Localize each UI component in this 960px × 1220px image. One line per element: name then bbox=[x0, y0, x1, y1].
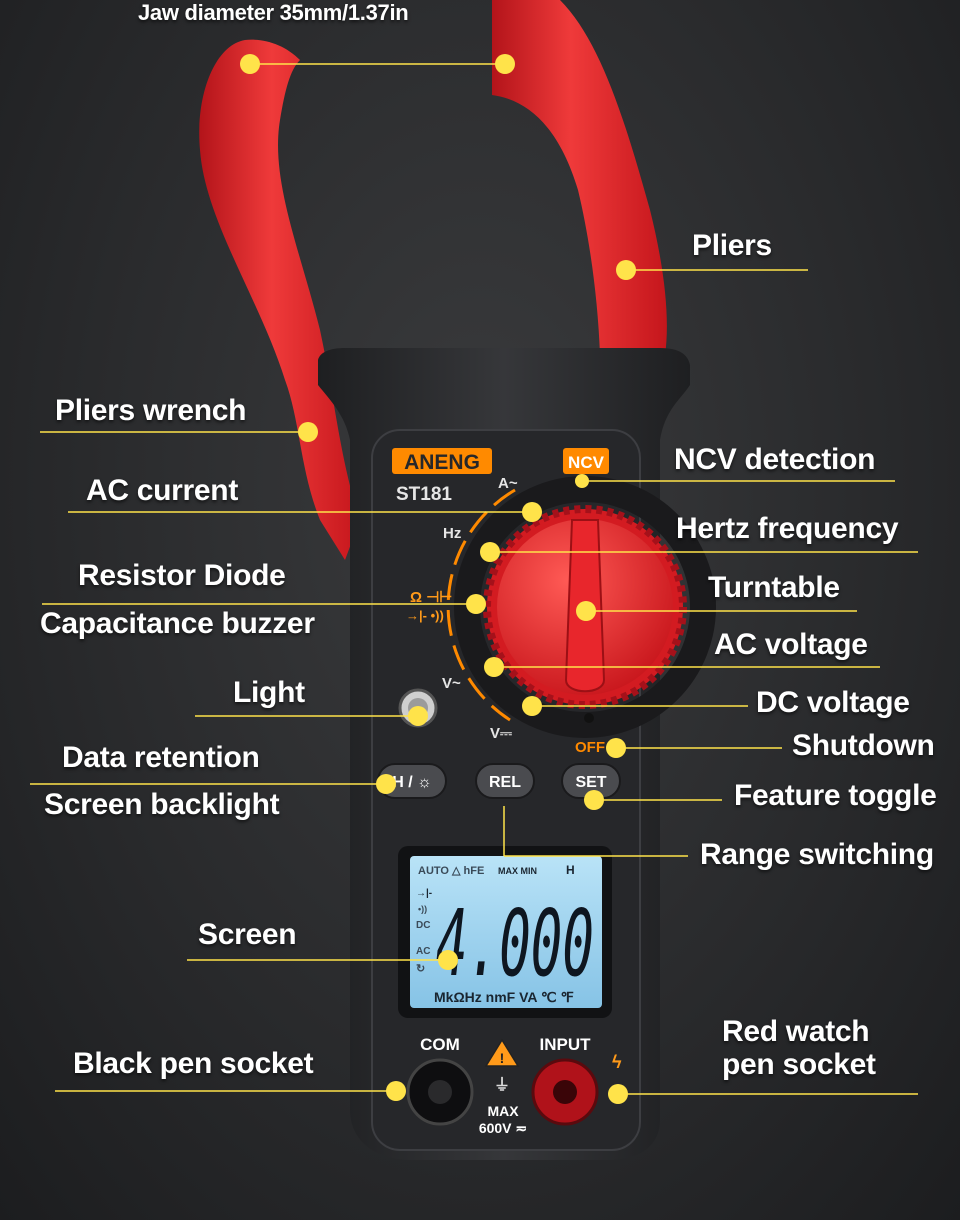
label-ac-voltage: AC voltage bbox=[714, 628, 868, 661]
hold-button-label: H / ☼ bbox=[392, 774, 432, 791]
rel-button-label: REL bbox=[489, 774, 521, 791]
label-light: Light bbox=[233, 676, 305, 709]
off-marker bbox=[584, 713, 594, 723]
label-red-watch-line1: Red watch bbox=[722, 1015, 870, 1048]
dial-arc-left bbox=[446, 488, 516, 722]
dial-v-ac: V~ bbox=[442, 675, 461, 692]
set-button-label: SET bbox=[575, 774, 606, 791]
lcd-icon-ac: AC bbox=[416, 946, 430, 957]
label-jaw-diameter: Jaw diameter 35mm/1.37in bbox=[138, 0, 409, 25]
com-socket-hole bbox=[428, 1080, 452, 1104]
input-socket-hole bbox=[553, 1080, 577, 1104]
label-range-switching: Range switching bbox=[700, 838, 934, 871]
lcd-top-row: AUTO △ hFE bbox=[418, 865, 484, 877]
warning-icon bbox=[484, 1038, 520, 1067]
label-capacitance-buzzer: Capacitance buzzer bbox=[40, 607, 315, 640]
dial-diode: →|- •)) bbox=[406, 608, 444, 623]
brand-logo bbox=[392, 448, 492, 474]
label-black-pen-socket: Black pen socket bbox=[73, 1047, 314, 1080]
lcd-icon-buzz: •)) bbox=[418, 904, 427, 914]
label-turntable: Turntable bbox=[708, 571, 840, 604]
brand-text: ANENG bbox=[404, 451, 480, 474]
com-label: COM bbox=[420, 1035, 460, 1054]
label-red-watch-line2: pen socket bbox=[722, 1048, 876, 1081]
dial-v-dc: V⎓ bbox=[490, 725, 512, 742]
callout-dots bbox=[240, 54, 636, 1104]
lcd-icon-dc: DC bbox=[416, 920, 430, 931]
leaders bbox=[30, 63, 918, 1095]
lcd-icon-diode: →|- bbox=[416, 888, 432, 899]
left-jaw bbox=[199, 39, 360, 560]
lcd-units: MkΩHz nmF VA ℃ ℉ bbox=[434, 989, 574, 1005]
label-ac-current: AC current bbox=[86, 474, 239, 507]
right-jaw bbox=[492, 0, 667, 355]
dial-off: OFF bbox=[575, 739, 605, 756]
lightning-icon: ϟ bbox=[612, 1052, 622, 1072]
dial-a-ac: A~ bbox=[498, 475, 518, 492]
warning-icon-mark: ! bbox=[500, 1050, 505, 1066]
ncv-badge bbox=[563, 448, 609, 474]
lcd-screen bbox=[410, 856, 602, 1008]
dial-hz: Hz bbox=[443, 525, 461, 542]
label-pliers: Pliers bbox=[692, 229, 772, 262]
label-ncv-detection: NCV detection bbox=[674, 443, 876, 476]
rating-label: 600V ≂ bbox=[479, 1120, 527, 1136]
label-pliers-wrench: Pliers wrench bbox=[55, 394, 247, 427]
label-hertz-frequency: Hertz frequency bbox=[676, 512, 899, 545]
input-label: INPUT bbox=[540, 1035, 592, 1054]
label-screen-backlight: Screen backlight bbox=[44, 788, 280, 821]
max-label: MAX bbox=[487, 1103, 519, 1119]
lcd-digits: 4.000 bbox=[436, 890, 594, 997]
dial-ohm: Ω ⊣⊢ bbox=[410, 589, 452, 606]
ground-icon: ⏚ bbox=[494, 1076, 510, 1094]
rel-button[interactable] bbox=[475, 763, 535, 799]
label-data-retention: Data retention bbox=[62, 741, 260, 774]
label-feature-toggle: Feature toggle bbox=[734, 779, 937, 812]
model-text: ST181 bbox=[396, 484, 452, 505]
ncv-text: NCV bbox=[568, 453, 605, 472]
lcd-hold: H bbox=[566, 863, 575, 877]
label-screen: Screen bbox=[198, 918, 297, 951]
lcd-icon-timer: ↻ bbox=[416, 963, 425, 975]
label-shutdown: Shutdown bbox=[792, 729, 935, 762]
label-resistor-diode: Resistor Diode bbox=[78, 559, 286, 592]
lcd-maxmin: MAX MIN bbox=[498, 866, 537, 876]
label-dc-voltage: DC voltage bbox=[756, 686, 910, 719]
